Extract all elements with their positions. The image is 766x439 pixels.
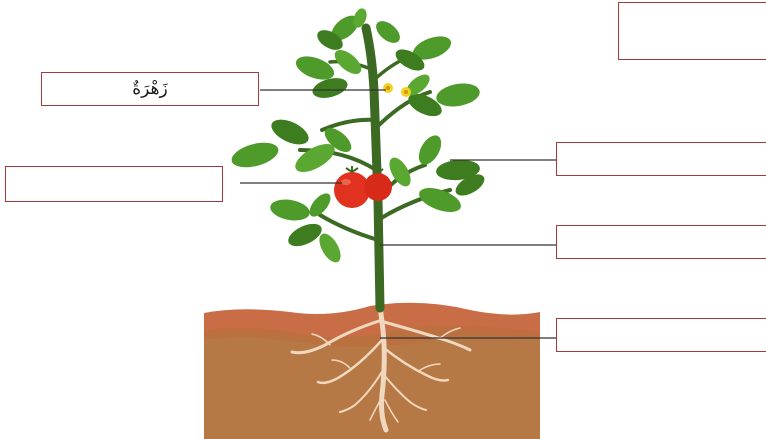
label-box-flower[interactable]: زَهْرَةٌ — [41, 72, 259, 106]
tomato — [364, 173, 392, 201]
leaf — [434, 80, 481, 109]
leaf — [269, 197, 312, 224]
leaf — [372, 17, 404, 47]
leaf — [315, 230, 345, 266]
leaf — [268, 114, 313, 149]
leaves — [229, 7, 488, 266]
leaf — [285, 219, 325, 251]
label-box-top-right[interactable] — [618, 2, 766, 60]
label-box-leaf[interactable] — [556, 142, 766, 176]
label-box-stem[interactable] — [556, 225, 766, 259]
label-box-fruit[interactable] — [5, 166, 223, 202]
label-box-root[interactable] — [556, 318, 766, 352]
leaf — [229, 138, 281, 172]
leaf — [414, 132, 446, 169]
flowers — [383, 83, 411, 97]
tomatoes — [334, 166, 392, 208]
label-text-flower: زَهْرَةٌ — [132, 79, 167, 99]
